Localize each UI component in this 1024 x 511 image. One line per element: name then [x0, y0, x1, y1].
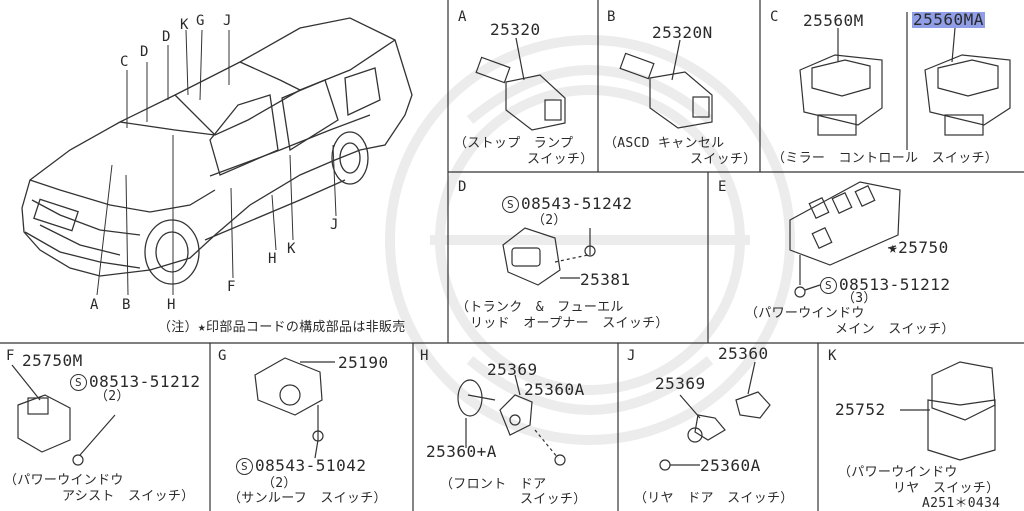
car-callout-c: C [120, 54, 129, 70]
rear-door-switch [659, 361, 771, 471]
panel-d-letter: D [458, 179, 467, 195]
panel-e-letter: E [718, 179, 727, 195]
panel-e-caption-1: （パワーウインドウ [745, 306, 865, 321]
part-qty-2: （2） [532, 213, 567, 228]
panel-e-caption-2: メイン スイッチ） [835, 322, 955, 337]
part-25369-h: 25369 [487, 360, 538, 379]
panel-f-caption-1: （パワーウインドウ [4, 473, 124, 488]
panel-a-letter: A [458, 9, 467, 25]
s-symbol: S [236, 458, 253, 475]
panel-f-letter: F [6, 348, 15, 364]
s-symbol: S [820, 277, 837, 294]
part-qty-2-g: （2） [262, 476, 297, 491]
panel-c-caption: （ミラー コントロール スイッチ） [772, 151, 999, 166]
part-25560MA-highlighted[interactable]: 25560MA [912, 10, 985, 29]
part-25750-star: ★25750 [888, 238, 949, 257]
front-door-switch [457, 374, 566, 466]
panel-b-caption-1: （ASCD キャンセル [604, 136, 725, 151]
panel-k-letter: K [828, 348, 837, 364]
car-callout-d: D [162, 29, 171, 45]
car-illustration [21, 17, 413, 285]
panel-b-letter: B [607, 9, 616, 25]
part-25320N: 25320N [652, 23, 713, 42]
car-callout-f: F [227, 279, 236, 295]
panel-g-caption: （サンルーフ スイッチ） [228, 491, 387, 506]
car-callout-b: B [122, 297, 131, 313]
panel-k-caption-1: （パワーウインドウ [838, 465, 958, 480]
car-callout-h: H [167, 297, 176, 313]
switch-25320N [619, 39, 713, 129]
part-25360-plus-a: 25360+A [426, 442, 497, 461]
car-callout-a: A [90, 297, 99, 313]
s-symbol: S [70, 374, 87, 391]
panel-g-letter: G [218, 348, 227, 364]
panel-h-letter: H [420, 348, 429, 364]
car-callout-j: J [330, 217, 339, 233]
part-25560M: 25560M [803, 11, 864, 30]
car-callout-j-top: J [223, 13, 232, 29]
car-callout-h2: H [268, 251, 277, 267]
sunroof-switch [254, 357, 335, 459]
panel-b-caption-2: スイッチ） [690, 152, 757, 167]
panel-h-caption-2: スイッチ） [520, 492, 587, 507]
part-25190: 25190 [338, 353, 389, 372]
car-callout-g: G [196, 13, 205, 29]
panel-k-caption-2: リヤ スイッチ） [893, 481, 1000, 496]
part-qty-2-f: （2） [95, 389, 130, 404]
car-callout-e: D [140, 44, 149, 60]
car-callout-k: K [180, 17, 189, 33]
panel-f-caption-2: アシスト スイッチ） [62, 489, 195, 504]
panel-j-letter: J [627, 348, 636, 364]
part-25750M: 25750M [22, 351, 83, 370]
part-qty-3: （3） [842, 291, 877, 306]
part-25369-j: 25369 [655, 374, 706, 393]
part-25360-j: 25360 [718, 344, 769, 363]
part-25320: 25320 [490, 20, 541, 39]
panel-j-caption: （リヤ ドア スイッチ） [634, 491, 794, 506]
panel-d-caption-1: （トランク & フューエル [456, 300, 624, 315]
part-25381: 25381 [580, 270, 631, 289]
part-25360A-h: 25360A [524, 380, 585, 399]
panel-c-letter: C [770, 9, 779, 25]
power-window-rear-switch [900, 361, 996, 461]
panel-a-caption-1: （ストップ ランプ [454, 136, 574, 151]
car-callout-lines [96, 29, 337, 296]
part-25752: 25752 [835, 400, 886, 419]
panel-d-caption-2: リッド オープナー スイッチ） [470, 316, 669, 331]
car-callout-k2: K [287, 241, 296, 257]
part-25360A-j: 25360A [700, 456, 761, 475]
trunk-opener-switch [502, 227, 596, 286]
diagram-code: A251＊0434 [922, 496, 1001, 511]
panel-a-caption-2: スイッチ） [527, 152, 594, 167]
switch-25320 [475, 37, 566, 131]
power-window-main-switch [789, 181, 901, 298]
panel-h-caption-1: （フロント ドア [440, 477, 547, 492]
mirror-switches [799, 12, 1011, 150]
non-sale-note: （注）★印部品コードの構成部品は非販売 [158, 320, 406, 335]
power-window-assist-switch [11, 364, 116, 466]
s-symbol: S [502, 196, 519, 213]
